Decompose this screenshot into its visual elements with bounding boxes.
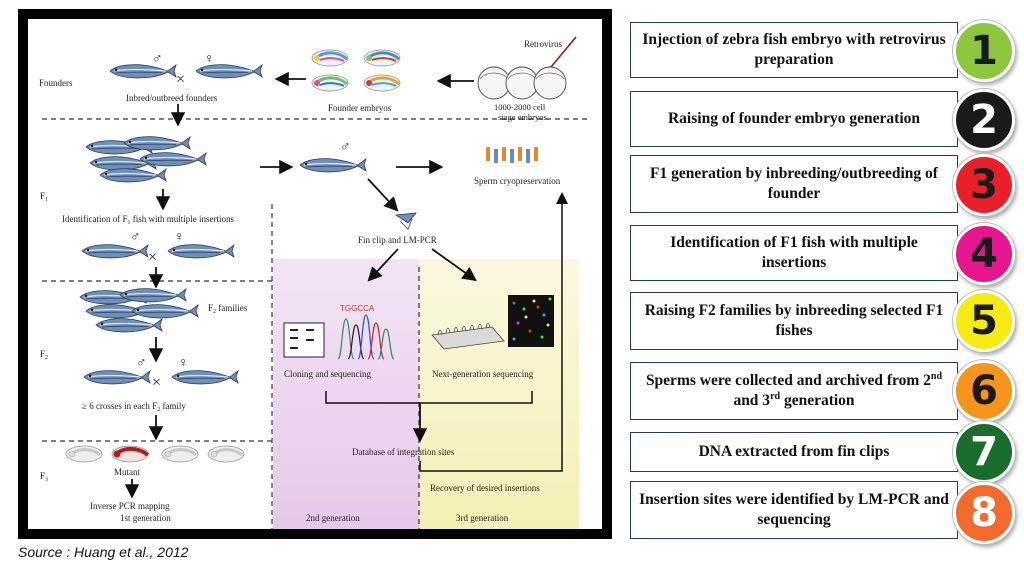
- fish-school-f1: [85, 136, 207, 183]
- gel-icon: [283, 322, 325, 358]
- f2-cross-symbol: ×: [152, 374, 161, 391]
- step-number-3: 3: [970, 162, 998, 208]
- step-text-2: Raising of founder embryo generation: [667, 110, 920, 127]
- step-text-4: Identification of F1 fish with multiple …: [670, 234, 918, 271]
- step-number-6: 6: [970, 368, 998, 414]
- label-f1: F1: [40, 191, 48, 203]
- label-retrovirus: Retrovirus: [524, 39, 562, 49]
- step-box-7: DNA extracted from fin clips: [630, 432, 958, 472]
- step-badge-6: 6: [953, 360, 1015, 422]
- generation-2-panel: [273, 259, 419, 529]
- embryo-f3-3: [160, 444, 200, 464]
- fish-f2-male: [83, 370, 151, 385]
- sperm-tubes-icon: [486, 147, 538, 163]
- fish-f2-female: [171, 370, 239, 385]
- cell-stage-embryos: [477, 66, 567, 100]
- female-symbol: ♀: [204, 52, 215, 67]
- f2-female-symbol: ♀: [178, 356, 189, 371]
- ngs-flowcell-icon: [431, 295, 554, 350]
- step-number-5: 5: [970, 298, 998, 344]
- label-stage-embryos-2: stage embryos: [498, 112, 547, 122]
- arrow-recovery-loop: [419, 192, 568, 472]
- step-badge-1: 1: [953, 20, 1015, 82]
- step-badge-3: 3: [953, 154, 1015, 216]
- arrow-to-ngs: [431, 248, 477, 282]
- f1-male-symbol: ♂: [130, 230, 141, 245]
- step-box-3: F1 generation by inbreeding/outbreeding …: [630, 155, 958, 213]
- step-number-1: 1: [970, 28, 998, 74]
- step-badge-7: 7: [953, 421, 1015, 483]
- label-founders: Founders: [39, 78, 73, 88]
- fish-f1-male: [81, 244, 149, 259]
- label-recovery: Recovery of desired insertions: [430, 483, 540, 493]
- label-seq-letters: TGGCCA: [340, 304, 375, 313]
- step-number-4: 4: [970, 231, 998, 277]
- fish-selected-male: [299, 158, 367, 173]
- source-caption: Source : Huang et al., 2012: [18, 544, 189, 560]
- label-gen3: 3rd generation: [456, 513, 509, 523]
- label-founder-embryos: Founder embryos: [328, 103, 392, 113]
- step-box-2: Raising of founder embryo generation: [630, 91, 958, 147]
- step-badge-4: 4: [953, 223, 1015, 285]
- arrow-to-finclip: [367, 178, 399, 212]
- step-number-2: 2: [970, 97, 998, 143]
- founder-embryos-group: [311, 49, 401, 92]
- step-text-3: F1 generation by inbreeding/outbreeding …: [650, 165, 938, 202]
- label-gen1: 1st generation: [120, 513, 171, 523]
- step-box-6: Sperms were collected and archived from …: [630, 362, 958, 420]
- step-box-1: Injection of zebra fish embryo with retr…: [630, 22, 958, 78]
- step-text-8: Insertion sites were identified by LM-PC…: [639, 491, 949, 528]
- step-box-5: Raising F2 families by inbreeding select…: [630, 292, 958, 350]
- figure-frame: Founders ♂ ♀ × Inbred/outbreed founders …: [18, 9, 612, 539]
- label-database: Database of integration sites: [352, 447, 455, 457]
- label-stage-embryos-1: 1000-2000 cell: [494, 102, 546, 112]
- cross-symbol: ×: [176, 71, 185, 88]
- label-inbred-founders: Inbred/outbreed founders: [126, 93, 218, 103]
- f1-female-symbol: ♀: [174, 230, 185, 245]
- step-badge-8: 8: [953, 482, 1015, 544]
- f2-male-symbol: ♂: [136, 356, 147, 371]
- embryo-f3-4: [206, 444, 246, 464]
- f1-cross-symbol: ×: [148, 249, 157, 266]
- fin-clip-icon: [394, 212, 417, 230]
- bracket-to-database: [325, 391, 533, 404]
- step-number-8: 8: [970, 490, 998, 536]
- label-cloning: Cloning and sequencing: [284, 369, 371, 379]
- fish-founder-male: [109, 64, 177, 79]
- selected-male-symbol: ♂: [340, 140, 351, 155]
- label-mutant: Mutant: [114, 467, 140, 477]
- label-sperm: Sperm cryopreservation: [474, 176, 561, 186]
- label-identification: Identification of F1 fish with multiple …: [62, 214, 234, 226]
- step-text-5: Raising F2 families by inbreeding select…: [644, 302, 944, 339]
- label-inverse-pcr: Inverse PCR mapping: [90, 501, 170, 511]
- step-box-4: Identification of F1 fish with multiple …: [630, 225, 958, 281]
- arrow-to-cloning: [367, 248, 399, 282]
- zebrafish-screen-diagram: Founders ♂ ♀ × Inbred/outbreed founders …: [39, 36, 590, 529]
- embryo-f3-1: [64, 444, 104, 464]
- label-finclip: Fin clip and LM-PCR: [358, 235, 437, 245]
- step-text-6: Sperms were collected and archived from …: [645, 370, 943, 409]
- label-ngs: Next-generation sequencing: [432, 369, 534, 379]
- step-number-7: 7: [970, 429, 998, 475]
- step-badge-5: 5: [953, 290, 1015, 352]
- label-f2: F2: [40, 349, 48, 361]
- male-symbol: ♂: [152, 52, 163, 67]
- step-text-1: Injection of zebra fish embryo with retr…: [642, 31, 946, 68]
- step-box-8: Insertion sites were identified by LM-PC…: [630, 481, 958, 539]
- step-text-7: DNA extracted from fin clips: [698, 443, 890, 460]
- label-crosses: ≥ 6 crosses in each F2 family: [82, 401, 186, 413]
- chromatogram-icon: [337, 314, 395, 360]
- figure-panel: Founders ♂ ♀ × Inbred/outbreed founders …: [28, 19, 602, 529]
- label-f3: F3: [40, 471, 48, 483]
- embryo-mutant: [111, 445, 150, 463]
- fish-school-f2: [79, 288, 199, 333]
- label-gen2: 2nd generation: [306, 513, 360, 523]
- step-badge-2: 2: [953, 89, 1015, 151]
- label-f2-families: F2 families: [208, 303, 248, 315]
- fish-f1-female: [167, 244, 235, 259]
